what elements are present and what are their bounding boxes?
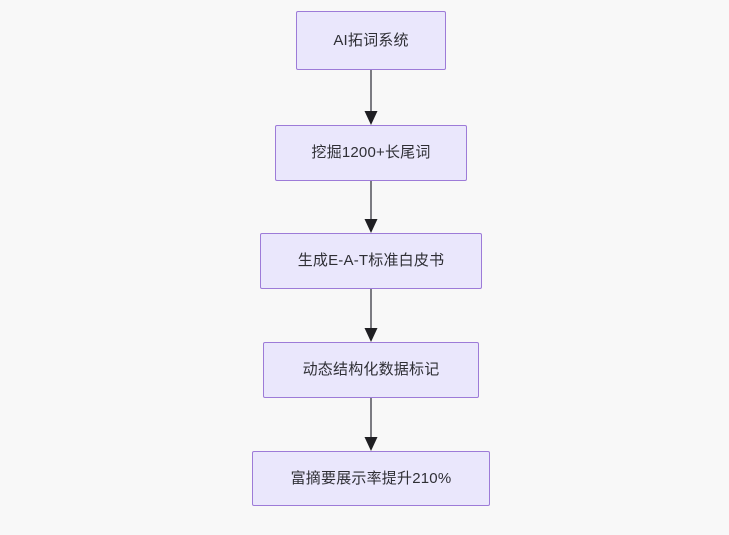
edge-n3-n4 bbox=[364, 398, 378, 451]
flow-node-label: AI拓词系统 bbox=[333, 31, 409, 49]
flow-node-label: 动态结构化数据标记 bbox=[302, 361, 440, 378]
flow-node-generate-eat-whitepaper[interactable]: 生成E-A-T标准白皮书 bbox=[260, 233, 482, 289]
edge-n0-n1 bbox=[364, 70, 378, 125]
flow-node-dynamic-structured-data-markup[interactable]: 动态结构化数据标记 bbox=[263, 342, 479, 398]
flow-node-label: 挖掘1200+长尾词 bbox=[311, 144, 431, 161]
flow-node-label: 富摘要展示率提升210% bbox=[290, 469, 452, 487]
flow-node-mine-longtail-keywords[interactable]: 挖掘1200+长尾词 bbox=[275, 125, 467, 181]
flow-node-ai-keyword-system[interactable]: AI拓词系统 bbox=[296, 11, 446, 70]
flow-node-label: 生成E-A-T标准白皮书 bbox=[297, 252, 445, 269]
edge-n2-n3 bbox=[364, 289, 378, 342]
edge-n1-n2 bbox=[364, 181, 378, 233]
flow-node-rich-snippet-rate-increase[interactable]: 富摘要展示率提升210% bbox=[252, 451, 490, 506]
